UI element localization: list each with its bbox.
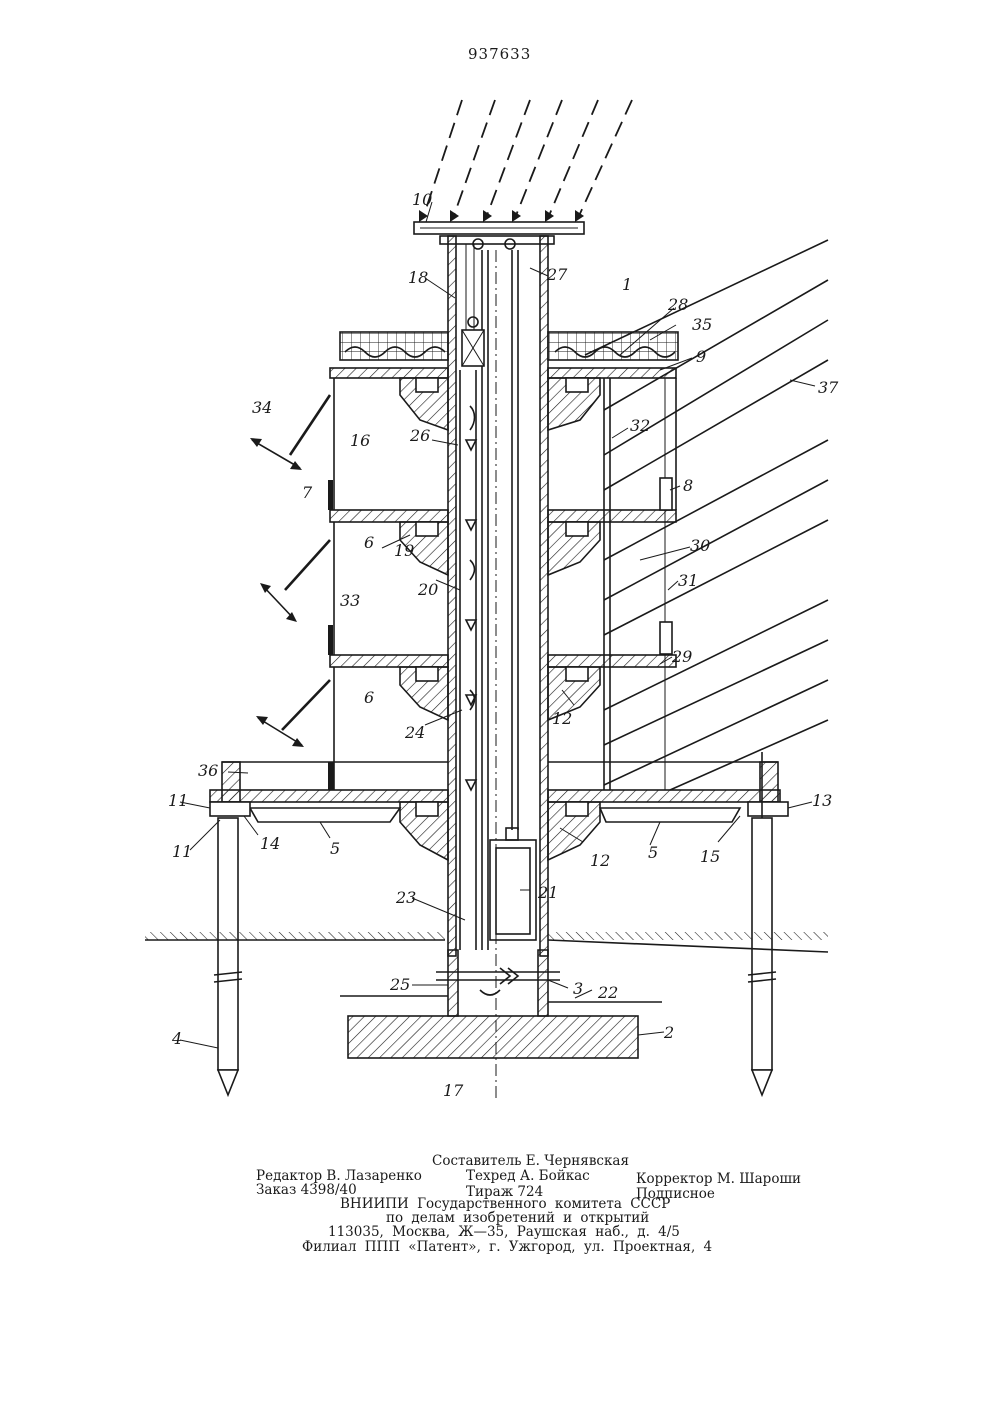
label: 25 bbox=[389, 975, 410, 994]
label: 6 bbox=[364, 533, 374, 552]
label: 12 bbox=[590, 851, 610, 870]
label: 5 bbox=[648, 843, 658, 862]
label: 5 bbox=[330, 839, 340, 858]
label: 30 bbox=[690, 536, 710, 555]
corrector: Корректор М. Шароши bbox=[636, 1171, 801, 1187]
label: 15 bbox=[700, 847, 720, 866]
label: 18 bbox=[408, 268, 428, 287]
label: 20 bbox=[417, 580, 438, 599]
label: 24 bbox=[404, 723, 425, 742]
ground bbox=[145, 932, 828, 1002]
label: 21 bbox=[537, 883, 558, 902]
sun-rays bbox=[419, 100, 632, 222]
label: 11 bbox=[172, 842, 192, 861]
label: 28 bbox=[667, 295, 688, 314]
compiler: Составитель Е. Чернявская bbox=[432, 1153, 629, 1169]
foundation bbox=[348, 950, 638, 1058]
label: 33 bbox=[340, 591, 360, 610]
label: 2 bbox=[663, 1023, 674, 1042]
label: 34 bbox=[252, 398, 272, 417]
label: 36 bbox=[198, 761, 218, 780]
collector-plate bbox=[414, 222, 584, 234]
label: 14 bbox=[260, 834, 280, 853]
label: 22 bbox=[597, 983, 618, 1002]
label: 29 bbox=[671, 647, 692, 666]
label: 6 bbox=[364, 688, 374, 707]
branch: Филиал ППП «Патент», г. Ужгород, ул. Про… bbox=[302, 1239, 712, 1255]
label: 17 bbox=[443, 1081, 464, 1100]
left-rooms bbox=[250, 378, 334, 790]
label: 19 bbox=[394, 541, 414, 560]
label: 26 bbox=[409, 426, 430, 445]
label: 3 bbox=[573, 979, 583, 998]
label: 32 bbox=[630, 416, 650, 435]
figure-labels: 1 2 3 4 5 5 6 6 7 8 9 10 11 11 12 12 13 … bbox=[168, 190, 839, 1100]
tube-devices bbox=[466, 406, 476, 790]
label: 10 bbox=[412, 190, 432, 209]
label: 35 bbox=[692, 315, 712, 334]
label: 13 bbox=[812, 791, 832, 810]
bearing-supports bbox=[400, 378, 600, 860]
label: 27 bbox=[546, 265, 568, 284]
label: 37 bbox=[818, 378, 839, 397]
techred: Техред А. Бойкас bbox=[466, 1168, 590, 1184]
technical-drawing: 1 2 3 4 5 5 6 6 7 8 9 10 11 11 12 12 13 … bbox=[0, 0, 1000, 1120]
label: 4 bbox=[171, 1029, 182, 1048]
label: 23 bbox=[395, 888, 416, 907]
label: 1 bbox=[622, 275, 632, 294]
label: 11 bbox=[168, 791, 188, 810]
label: 7 bbox=[302, 483, 313, 502]
label: 9 bbox=[696, 347, 706, 366]
label: 16 bbox=[350, 431, 370, 450]
label: 12 bbox=[552, 709, 572, 728]
address: 113035, Москва, Ж—35, Раушская наб., д. … bbox=[328, 1224, 680, 1240]
label: 8 bbox=[683, 476, 693, 495]
roof-panels bbox=[340, 332, 678, 360]
label: 31 bbox=[678, 571, 698, 590]
